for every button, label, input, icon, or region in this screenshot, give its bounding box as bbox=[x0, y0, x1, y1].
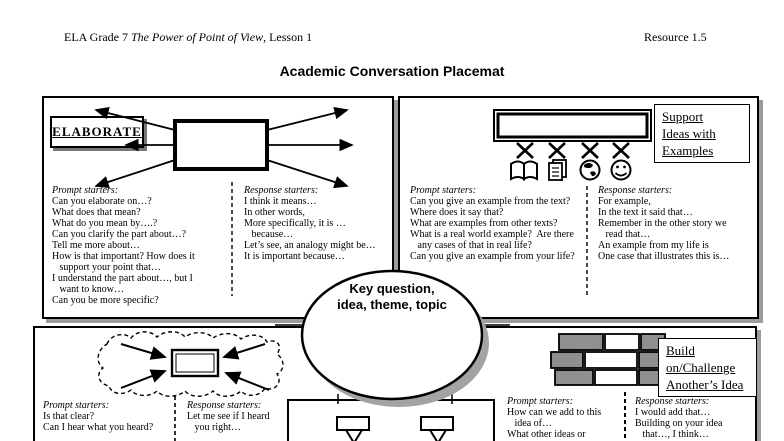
starter-line: An example from my life is bbox=[598, 240, 709, 251]
label-line: Ideas with bbox=[662, 126, 716, 141]
starter-line: In the text it said that… bbox=[598, 207, 693, 218]
support-prompt-column: Prompt starters: Can you give an example… bbox=[410, 185, 586, 262]
starter-line: Is that clear? bbox=[43, 411, 95, 422]
paraphrase-arrows bbox=[120, 343, 270, 391]
starter-line: Can you be more specific? bbox=[52, 295, 159, 306]
starter-line: What does that mean? bbox=[52, 207, 141, 218]
elaborate-response-list: I think it means…In other words,More spe… bbox=[244, 196, 390, 262]
response-starters-heading: Response starters: bbox=[187, 400, 262, 411]
starter-line: because… bbox=[244, 229, 294, 240]
paraphrase-response-list: Let me see if I heard you right… bbox=[187, 411, 307, 433]
smiley-icon bbox=[610, 159, 632, 181]
build-on-label: Build on/Challenge Another’s Idea bbox=[658, 338, 757, 397]
support-prompt-list: Can you give an example from the text?Wh… bbox=[410, 196, 586, 262]
starter-line: want to know… bbox=[52, 284, 124, 295]
elaborate-label: ELABORATE bbox=[50, 116, 144, 148]
response-starters-heading: Response starters: bbox=[635, 396, 710, 407]
starter-line: What are examples from other texts? bbox=[410, 218, 558, 229]
starter-line: any cases of that in real life? bbox=[410, 240, 532, 251]
starter-line: Let’s see, an analogy might be… bbox=[244, 240, 376, 251]
dialogue-box bbox=[287, 399, 495, 441]
support-ideas-label: Support Ideas with Examples bbox=[654, 104, 750, 163]
center-idea-rect bbox=[173, 119, 269, 171]
key-question-line1: Key question, bbox=[349, 281, 435, 296]
label-line: Build bbox=[666, 343, 695, 358]
paraphrase-response-column: Response starters: Let me see if I heard… bbox=[187, 400, 307, 433]
starter-line: Can I hear what you heard? bbox=[43, 422, 154, 433]
starter-line: One case that illustrates this is… bbox=[598, 251, 730, 262]
papers-icon bbox=[548, 159, 567, 181]
course-label: ELA Grade 7 bbox=[64, 30, 131, 44]
starter-line: I think it means… bbox=[244, 196, 317, 207]
paraphrase-cloud bbox=[97, 331, 284, 397]
starter-line: What do you mean by….? bbox=[52, 218, 158, 229]
build-response-column: Response starters: I would add that…Buil… bbox=[635, 396, 750, 440]
label-line: Support bbox=[662, 109, 704, 124]
support-response-list: For example,In the text it said that…Rem… bbox=[598, 196, 750, 262]
support-response-column: Response starters: For example,In the te… bbox=[598, 185, 750, 262]
header-left: ELA Grade 7 The Power of Point of View, … bbox=[64, 30, 312, 45]
starter-line: that…, I think… bbox=[635, 429, 709, 440]
course-title-italic: The Power of Point of View bbox=[130, 30, 264, 44]
starter-line: For example, bbox=[598, 196, 651, 207]
key-question-text: Key question, idea, theme, topic bbox=[302, 281, 482, 313]
starter-line: you right… bbox=[187, 422, 241, 433]
starter-line: idea of… bbox=[507, 418, 553, 429]
label-line: Another’s Idea bbox=[666, 377, 744, 392]
starter-line: Where does it say that? bbox=[410, 207, 504, 218]
build-response-list: I would add that…Building on your idea t… bbox=[635, 407, 750, 440]
response-starters-heading: Response starters: bbox=[598, 185, 673, 196]
paraphrase-prompt-list: Is that clear?Can I hear what you heard? bbox=[43, 411, 171, 433]
starter-line: Can you clarify the part about…? bbox=[52, 229, 187, 240]
starter-line: Remember in the other story we bbox=[598, 218, 727, 229]
open-book-icon bbox=[510, 160, 538, 181]
page-title: Academic Conversation Placemat bbox=[279, 63, 505, 79]
starter-line: read that… bbox=[598, 229, 651, 240]
starter-line: What other ideas or bbox=[507, 429, 586, 440]
globe-icon bbox=[579, 159, 601, 181]
starter-line: Let me see if I heard bbox=[187, 411, 270, 422]
x-connectors bbox=[516, 142, 630, 159]
build-prompt-list: How can we add to this idea of…What othe… bbox=[507, 407, 619, 440]
resource-number: Resource 1.5 bbox=[644, 30, 707, 44]
speech-callout-icon bbox=[336, 416, 370, 441]
prompt-starters-heading: Prompt starters: bbox=[52, 185, 119, 196]
panel-bottom: Prompt starters: Is that clear?Can I hea… bbox=[33, 326, 757, 441]
paraphrase-center-rect bbox=[170, 348, 220, 378]
prompt-starters-heading: Prompt starters: bbox=[43, 400, 110, 411]
starter-line: In other words, bbox=[244, 207, 305, 218]
starter-line: It is important because… bbox=[244, 251, 345, 262]
starter-line: What is a real world example? Are there bbox=[410, 229, 574, 240]
elaborate-response-column: Response starters: I think it means…In o… bbox=[244, 185, 390, 262]
starter-line: Can you elaborate on…? bbox=[52, 196, 152, 207]
speech-callout-icon bbox=[420, 416, 454, 441]
starter-line: How is that important? How does it bbox=[52, 251, 195, 262]
label-line: Examples bbox=[662, 143, 714, 158]
starter-line: Can you give an example from the text? bbox=[410, 196, 571, 207]
paraphrase-prompt-column: Prompt starters: Is that clear?Can I hea… bbox=[43, 400, 171, 433]
starter-line: How can we add to this bbox=[507, 407, 602, 418]
lesson-label: , Lesson 1 bbox=[263, 30, 313, 44]
brick-wall bbox=[550, 333, 668, 386]
label-line: on/Challenge bbox=[666, 360, 736, 375]
starter-line: Can you give an example from your life? bbox=[410, 251, 575, 262]
starter-line: More specifically, it is … bbox=[244, 218, 346, 229]
starter-line: Building on your idea bbox=[635, 418, 723, 429]
elaborate-prompt-column: Prompt starters: Can you elaborate on…?W… bbox=[52, 185, 230, 306]
starter-line: support your point that… bbox=[52, 262, 161, 273]
key-question-line2: idea, theme, topic bbox=[337, 297, 447, 312]
prompt-starters-heading: Prompt starters: bbox=[507, 396, 574, 407]
starter-line: I understand the part about…, but I bbox=[52, 273, 193, 284]
starter-line: I would add that… bbox=[635, 407, 711, 418]
build-prompt-column: Prompt starters: How can we add to this … bbox=[507, 396, 619, 440]
prompt-starters-heading: Prompt starters: bbox=[410, 185, 477, 196]
starter-line: Tell me more about… bbox=[52, 240, 140, 251]
elaborate-prompt-list: Can you elaborate on…?What does that mea… bbox=[52, 196, 230, 306]
response-starters-heading: Response starters: bbox=[244, 185, 319, 196]
